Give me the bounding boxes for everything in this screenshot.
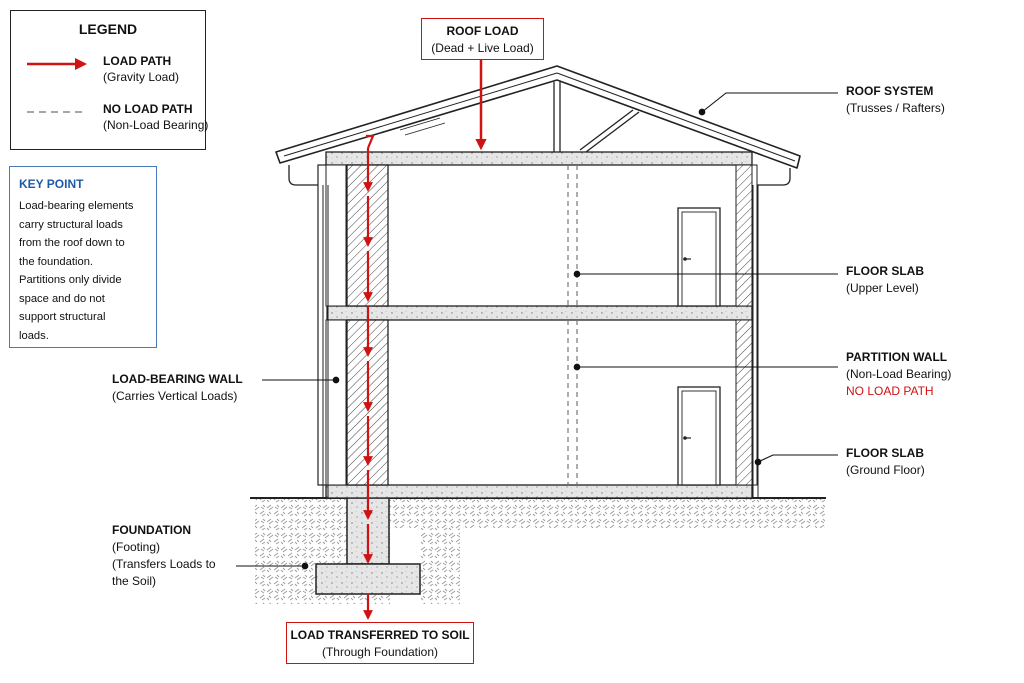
legend-box: LEGEND LOAD PATH (Gravity Load) NO LOAD … [10, 10, 209, 150]
roof-system-sub: (Trusses / Rafters) [846, 101, 945, 115]
soil-transfer-sub: (Through Foundation) [321, 645, 439, 659]
key-point-line: support structural [19, 311, 106, 323]
legend-no-load-path-sub: (Non-Load Bearing) [103, 118, 209, 132]
ground-floor-slab [325, 484, 753, 499]
dashed-line-icon [27, 111, 87, 113]
foundation-label-group: FOUNDATION (Footing) (Transfers Loads to… [112, 523, 216, 588]
soil-transfer-label: LOAD TRANSFERRED TO SOIL [290, 628, 470, 642]
key-point-line: Load-bearing elements [19, 200, 134, 212]
leader-lines [236, 92, 838, 570]
partition-wall-sub: (Non-Load Bearing) [846, 367, 952, 381]
load-path-arrows [363, 60, 487, 620]
foundation-sub3: the Soil) [112, 574, 157, 588]
key-point-line: the foundation. [19, 255, 94, 268]
roof-load-sub: (Dead + Live Load) [431, 41, 534, 55]
roof-system [275, 65, 801, 169]
gutters [288, 165, 791, 498]
key-point-title: KEY POINT [19, 177, 84, 191]
key-point-line: space and do not [19, 292, 105, 305]
ground-door [677, 386, 721, 486]
floor-slab-upper-label-group: FLOOR SLAB (Upper Level) [846, 264, 924, 295]
load-bearing-wall-label: LOAD-BEARING WALL [112, 372, 243, 386]
partition-wall-label: PARTITION WALL [846, 350, 948, 364]
key-point-box: KEY POINT Load-bearing elements carry st… [9, 166, 157, 348]
load-bearing-wall-sub: (Carries Vertical Loads) [112, 389, 238, 403]
left-exterior-wall [317, 164, 347, 486]
upper-door [677, 207, 721, 307]
foundation-sub1: (Footing) [112, 540, 161, 554]
soil-transfer-box: LOAD TRANSFERRED TO SOIL (Through Founda… [286, 622, 474, 664]
legend-load-path-label: LOAD PATH [103, 54, 172, 68]
red-arrow-icon [27, 58, 87, 70]
foundation-sub2: (Transfers Loads to [112, 557, 216, 571]
key-point-line: carry structural loads [19, 218, 123, 231]
key-point-text: Load-bearing elements carry structural l… [19, 197, 147, 345]
load-bearing-wall-label-group: LOAD-BEARING WALL (Carries Vertical Load… [112, 372, 243, 403]
key-point-line: Partitions only divide [19, 274, 122, 286]
floor-slab-ground-label: FLOOR SLAB [846, 446, 924, 460]
legend-title: LEGEND [78, 21, 138, 37]
partition-wall [567, 165, 578, 485]
floor-slab-upper-sub: (Upper Level) [846, 281, 919, 295]
key-point-line: loads. [19, 329, 49, 342]
right-exterior-wall [735, 164, 758, 486]
legend-no-load-path-label: NO LOAD PATH [103, 102, 193, 116]
roof-load-box: ROOF LOAD (Dead + Live Load) [421, 18, 544, 60]
partition-wall-label-group: PARTITION WALL (Non-Load Bearing) NO LOA… [846, 350, 951, 398]
floor-slab-ground-label-group: FLOOR SLAB (Ground Floor) [846, 446, 925, 477]
floor-slab-upper-label: FLOOR SLAB [846, 264, 924, 278]
roof-system-label: ROOF SYSTEM [846, 84, 934, 98]
ceiling-slab [325, 151, 753, 166]
upper-floor-slab [325, 305, 753, 321]
partition-wall-note: NO LOAD PATH [846, 384, 934, 398]
key-point-line: from the roof down to [19, 237, 125, 249]
foundation-label: FOUNDATION [112, 523, 192, 537]
legend-load-path-sub: (Gravity Load) [103, 70, 180, 84]
roof-load-label: ROOF LOAD [446, 24, 519, 38]
roof-system-label-group: ROOF SYSTEM (Trusses / Rafters) [846, 84, 945, 115]
floor-slab-ground-sub: (Ground Floor) [846, 463, 925, 477]
